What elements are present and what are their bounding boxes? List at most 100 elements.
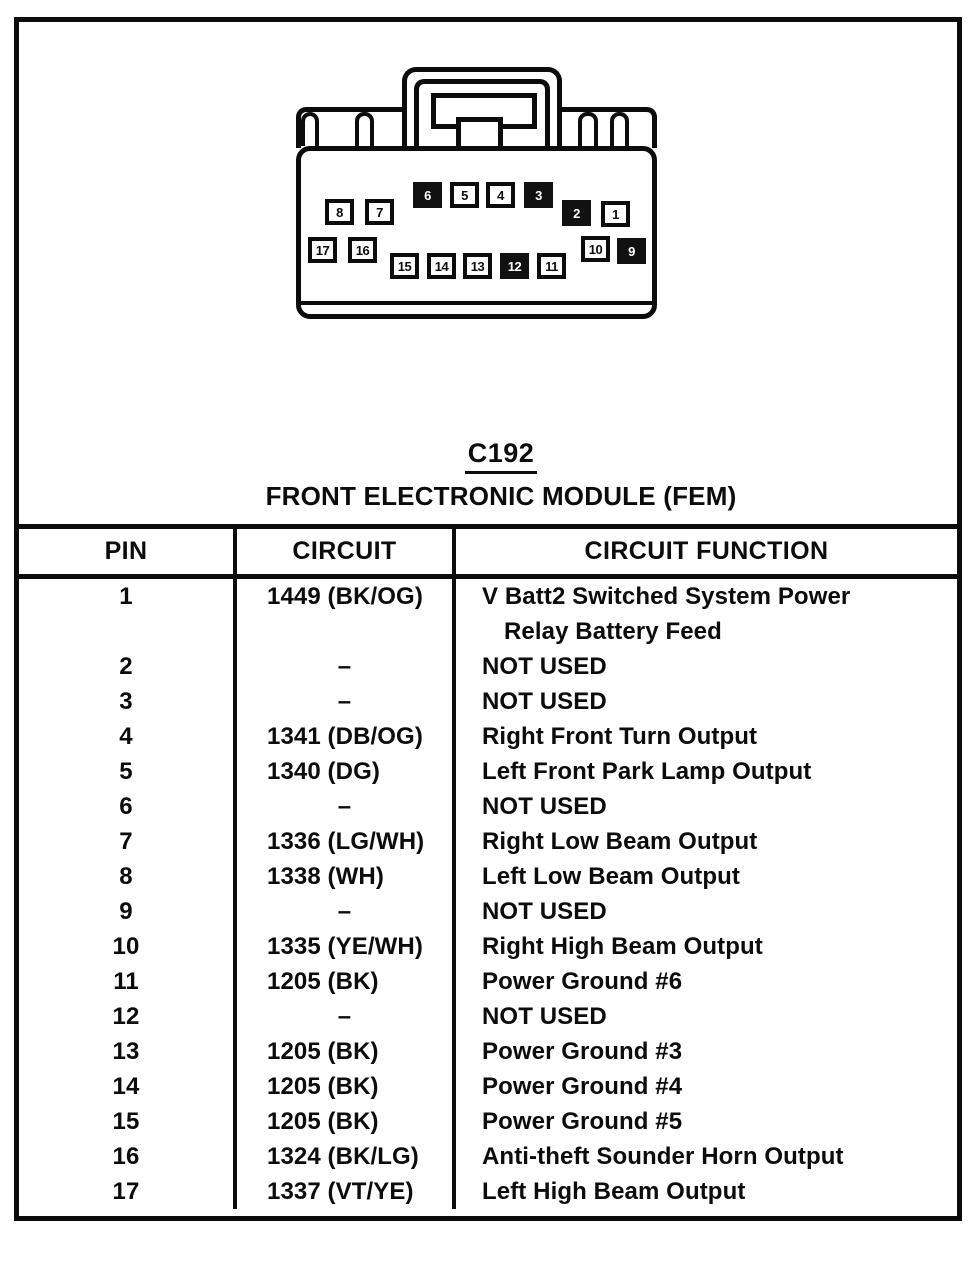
function-cell: Anti-theft Sounder Horn Output (482, 1143, 844, 1170)
pin-cell: 6 (19, 789, 237, 824)
pin-cell: 16 (19, 1139, 237, 1174)
circuit-cell: – (237, 684, 456, 719)
pin-cell: 2 (19, 649, 237, 684)
title-block: C192 FRONT ELECTRONIC MODULE (FEM) (12, 438, 978, 512)
connector-pin-7: 7 (365, 199, 394, 225)
connector-pin-11: 11 (537, 253, 566, 279)
connector-pin-6: 6 (413, 182, 442, 208)
connector-body (296, 146, 657, 319)
table-row: 9–NOT USED (19, 894, 957, 929)
function-cell: Power Ground #6 (482, 968, 683, 995)
connector-bottom-lip-line (300, 301, 653, 305)
connector-pin-10: 10 (581, 236, 610, 262)
connector-pin-12: 12 (500, 253, 529, 279)
circuit-cell: – (237, 649, 456, 684)
function-cell: NOT USED (482, 1003, 607, 1030)
pin-cell: 13 (19, 1034, 237, 1069)
circuit-cell: 1338 (WH) (237, 859, 456, 894)
connector-name-label: FRONT ELECTRONIC MODULE (FEM) (265, 481, 737, 511)
function-cell: Power Ground #5 (482, 1108, 683, 1135)
connector-pin-17: 17 (308, 237, 337, 263)
pin-cell: 11 (19, 964, 237, 999)
pin-cell: 9 (19, 894, 237, 929)
circuit-cell: 1341 (DB/OG) (237, 719, 456, 754)
function-cell: Power Ground #3 (482, 1038, 683, 1065)
table-row: 3–NOT USED (19, 684, 957, 719)
function-cell: Left Front Park Lamp Output (482, 758, 812, 785)
pin-cell: 15 (19, 1104, 237, 1139)
circuit-cell: – (237, 789, 456, 824)
connector-id-label: C192 (464, 438, 538, 474)
function-cell: NOT USED (482, 793, 607, 820)
function-cell: Right High Beam Output (482, 933, 763, 960)
connector-pin-9: 9 (617, 238, 646, 264)
connector-pin-15: 15 (390, 253, 419, 279)
circuit-cell: – (237, 999, 456, 1034)
connector-pin-4: 4 (486, 182, 515, 208)
pin-cell: 7 (19, 824, 237, 859)
function-cell: Right Front Turn Output (482, 723, 758, 750)
pin-cell: 14 (19, 1069, 237, 1104)
connector-rib (578, 112, 598, 146)
pin-cell: 5 (19, 754, 237, 789)
pin-cell: 1 (19, 579, 237, 649)
circuit-cell: 1337 (VT/YE) (237, 1174, 456, 1209)
pin-cell: 17 (19, 1174, 237, 1209)
connector-pin-5: 5 (450, 182, 479, 208)
connector-rib (355, 112, 374, 146)
circuit-cell: 1205 (BK) (237, 964, 456, 999)
function-cell: Power Ground #4 (482, 1073, 683, 1100)
circuit-cell: 1205 (BK) (237, 1069, 456, 1104)
function-cell: NOT USED (482, 653, 607, 680)
pin-cell: 10 (19, 929, 237, 964)
pin-cell: 3 (19, 684, 237, 719)
function-cell: Right Low Beam Output (482, 828, 758, 855)
table-row: 6–NOT USED (19, 789, 957, 824)
connector-pin-16: 16 (348, 237, 377, 263)
header-function: CIRCUIT FUNCTION (584, 537, 829, 565)
connector-pin-2: 2 (562, 200, 591, 226)
circuit-cell: 1205 (BK) (237, 1034, 456, 1069)
connector-pin-1: 1 (601, 201, 630, 227)
pin-cell: 8 (19, 859, 237, 894)
circuit-cell: 1324 (BK/LG) (237, 1139, 456, 1174)
connector-pin-13: 13 (463, 253, 492, 279)
connector-pin-3: 3 (524, 182, 553, 208)
connector-rib (610, 112, 629, 146)
header-circuit: CIRCUIT (237, 529, 456, 574)
function-cell: NOT USED (482, 898, 607, 925)
connector-rib (301, 112, 319, 146)
circuit-cell: 1336 (LG/WH) (237, 824, 456, 859)
connector-latch-tab (456, 117, 503, 148)
circuit-cell: 1449 (BK/OG) (237, 579, 456, 649)
circuit-cell: 1340 (DG) (237, 754, 456, 789)
table-row: 12–NOT USED (19, 999, 957, 1034)
connector-pin-8: 8 (325, 199, 354, 225)
pin-cell: 4 (19, 719, 237, 754)
table-row: 2–NOT USED (19, 649, 957, 684)
function-cell: NOT USED (482, 688, 607, 715)
connector-pin-14: 14 (427, 253, 456, 279)
pin-cell: 12 (19, 999, 237, 1034)
table-header-row: PIN CIRCUIT CIRCUIT FUNCTION (19, 529, 957, 579)
function-cell: Left Low Beam Output (482, 863, 740, 890)
circuit-cell: 1335 (YE/WH) (237, 929, 456, 964)
function-cell: Left High Beam Output (482, 1178, 746, 1205)
